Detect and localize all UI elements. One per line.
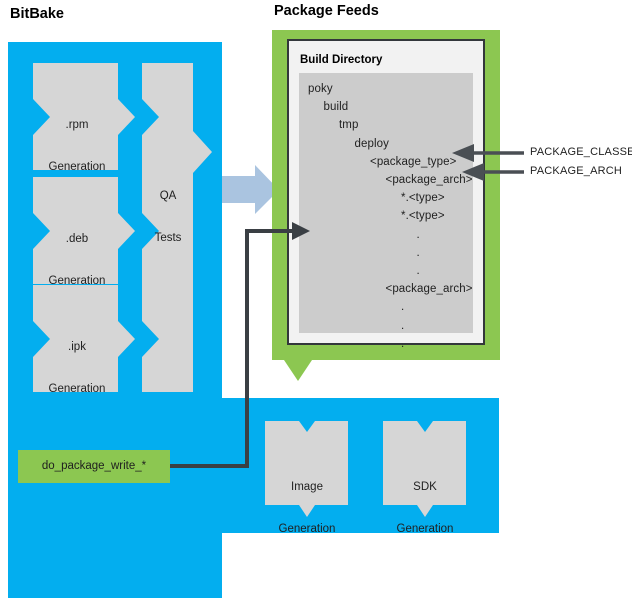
package-classes-label: PACKAGE_CLASSES [530,146,632,158]
tree-node: . [416,265,420,277]
bitbake-to-feeds-arrow [222,165,279,214]
image-generation-line1: Image [291,481,323,494]
ipk-generation-label: .ipk Generation [40,312,114,424]
tree-node: . [416,228,420,241]
build-directory-title: Build Directory [300,54,383,66]
deb-generation-shape [33,177,135,284]
deb-generation-line1: .deb [65,233,89,246]
package-feeds-title: Package Feeds [274,3,379,19]
rpm-generation-line2: Generation [48,161,106,174]
deb-generation-label: .deb Generation [40,204,114,316]
qa-tests-shape [142,63,212,392]
bitbake-title: BitBake [10,6,64,22]
deb-generation-line2: Generation [48,275,106,288]
qa-tests-line2: Tests [154,232,182,245]
directory-tree-panel [299,73,473,333]
image-generation-shape [265,421,348,517]
rpm-generation-shape [33,63,135,170]
tree-node: . [401,337,405,350]
sdk-generation-line1: SDK [413,481,437,494]
rpm-generation-label: .rpm Generation [40,90,114,202]
sdk-generation-line2: Generation [396,523,454,536]
sdk-generation-label: SDK Generation [386,452,464,564]
tree-node: *.<type> [401,210,445,223]
tree-node: tmp [339,119,359,132]
image-generation-label: Image Generation [268,452,346,564]
package-classes-arrow [452,144,524,162]
tree-node: . [416,246,420,259]
tree-node: <package_arch> [385,174,473,186]
tree-node: . [401,301,405,314]
rpm-generation-line1: .rpm [65,119,89,132]
sdk-generation-shape [383,421,466,517]
qa-tests-label: QA Tests [142,161,194,273]
image-generation-line2: Generation [278,523,336,536]
do-package-write-label: do_package_write_* [41,460,147,472]
tree-node: poky [308,83,333,95]
ipk-generation-line1: .ipk [68,341,86,354]
package-arch-arrow [462,163,524,181]
package-arch-label: PACKAGE_ARCH [530,165,623,177]
do-package-write-box [18,450,170,483]
tree-node: *.<type> [401,192,445,205]
tree-node: build [323,101,349,114]
package-write-connector [168,222,310,468]
tree-node: deploy [354,137,389,150]
qa-tests-line1: QA [159,190,177,203]
tree-node: <package_type> [370,155,457,168]
ipk-generation-shape [33,285,135,392]
ipk-generation-line2: Generation [48,383,106,396]
tree-node: . [401,319,405,332]
tree-node: <package_arch> [385,283,473,296]
